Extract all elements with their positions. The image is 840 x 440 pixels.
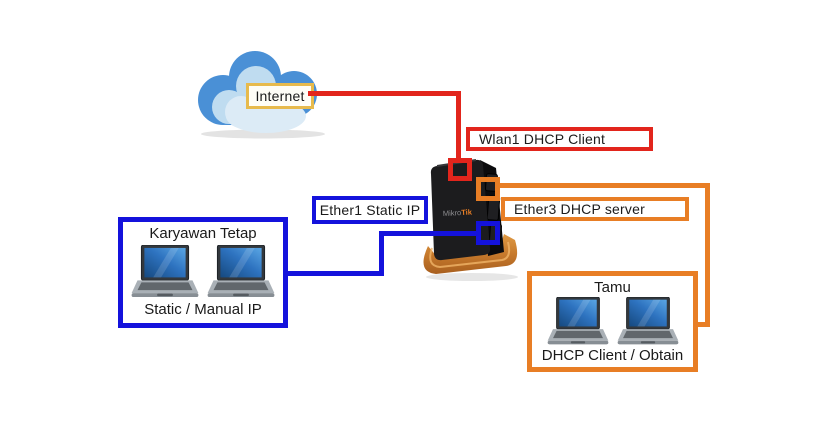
ether1-port-highlight xyxy=(476,221,500,245)
wlan1-label-text: Wlan1 DHCP Client xyxy=(479,131,606,147)
tamu-subtitle: DHCP Client / Obtain xyxy=(541,347,684,364)
ether3-port-highlight xyxy=(476,177,500,201)
internet-label-text: Internet xyxy=(255,88,305,104)
ether3-label: Ether3 DHCP server xyxy=(501,197,689,221)
karyawan-subtitle: Static / Manual IP xyxy=(144,301,262,318)
orange-link-vertical xyxy=(705,183,710,327)
internet-label: Internet xyxy=(246,83,314,109)
karyawan-group-box: Karyawan Tetap Static / Manual I xyxy=(118,217,288,328)
laptop-icon xyxy=(547,297,608,345)
laptop-icon xyxy=(617,297,678,345)
router-logo: MikroTik xyxy=(443,207,473,218)
laptop-icon xyxy=(207,244,275,297)
wlan1-label: Wlan1 DHCP Client xyxy=(466,127,653,151)
ether3-label-text: Ether3 DHCP server xyxy=(514,201,645,217)
ether1-label-text: Ether1 Static IP xyxy=(319,202,421,218)
wlan1-port-highlight xyxy=(448,158,472,181)
tamu-group-box: Tamu DHCP Client / Obtain xyxy=(527,271,698,372)
blue-link-upper xyxy=(379,231,479,236)
orange-link-horizontal xyxy=(499,183,710,188)
karyawan-laptops xyxy=(129,244,277,300)
blue-link-vertical xyxy=(379,231,384,276)
laptop-icon xyxy=(131,244,199,297)
blue-link-lower xyxy=(286,271,384,276)
tamu-title: Tamu xyxy=(594,279,631,296)
orange-link-stub xyxy=(696,322,710,327)
red-link-vertical xyxy=(456,91,461,160)
karyawan-title: Karyawan Tetap xyxy=(149,225,257,242)
ether1-label: Ether1 Static IP xyxy=(312,196,428,224)
tamu-laptops xyxy=(545,297,681,347)
red-link-horizontal xyxy=(308,91,461,96)
